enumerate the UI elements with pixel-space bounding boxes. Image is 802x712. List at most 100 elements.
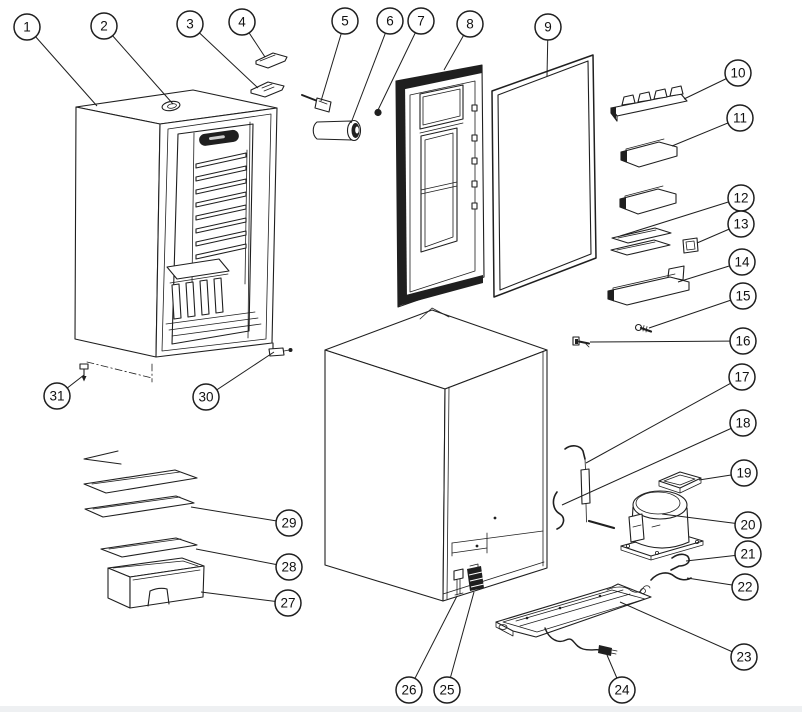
callout-leader-5 [320, 20, 346, 102]
svg-text:8: 8 [466, 17, 474, 32]
callout-leader-23 [619, 601, 745, 658]
lower-cabinet-drawing [324, 309, 548, 602]
floor-grid [165, 311, 262, 337]
callout-6: 6 [376, 7, 404, 35]
callout-21: 21 [734, 540, 762, 568]
relay-cover [658, 471, 702, 494]
callout-leader-1 [26, 26, 98, 107]
screw-part [634, 323, 653, 333]
svg-text:7: 7 [417, 14, 425, 29]
cap-ball [374, 108, 382, 117]
alignment-dashes [86, 361, 153, 383]
callout-leader-16 [589, 340, 744, 343]
svg-text:3: 3 [186, 17, 194, 32]
hinge-pin-bracket [301, 94, 332, 113]
callout-leader-7 [377, 20, 422, 111]
svg-text:14: 14 [734, 255, 750, 270]
main-cabinet-drawing [74, 89, 278, 358]
evaporator-coils [195, 152, 247, 260]
callout-leader-26 [408, 595, 458, 691]
callout-8: 8 [456, 10, 484, 38]
callout-leader-6 [350, 20, 391, 124]
hinge-cover-lower [250, 81, 285, 98]
callout-16: 16 [729, 327, 757, 355]
callout-2: 2 [90, 12, 118, 40]
svg-text:19: 19 [736, 466, 751, 481]
svg-text:29: 29 [281, 516, 296, 531]
callout-leader-20 [661, 513, 749, 526]
inner-door-drawing [395, 64, 485, 308]
svg-text:24: 24 [614, 683, 630, 698]
callout-13: 13 [727, 210, 755, 238]
svg-text:31: 31 [49, 389, 64, 404]
callout-19: 19 [730, 459, 758, 487]
svg-text:21: 21 [740, 547, 755, 562]
svg-text:17: 17 [734, 370, 749, 385]
callout-leader-25 [446, 591, 475, 691]
svg-text:20: 20 [740, 518, 755, 533]
callout-leader-29 [190, 506, 290, 524]
callout-29: 29 [275, 509, 303, 537]
interior-shelf [166, 258, 230, 280]
svg-text:6: 6 [386, 14, 394, 29]
glass-shelves-drawing [83, 450, 198, 558]
callout-leader-3 [189, 23, 259, 89]
callout-26: 26 [395, 676, 423, 704]
small-clip-part [682, 237, 699, 254]
callout-31: 31 [43, 382, 71, 410]
callout-30: 30 [192, 383, 220, 411]
callout-1: 1 [13, 13, 41, 41]
callout-4: 4 [228, 8, 256, 36]
door-rack-shelf [610, 85, 688, 122]
suction-tube [552, 491, 565, 530]
callout-12: 12 [727, 184, 755, 212]
svg-text:1: 1 [23, 20, 31, 35]
compressor-drawing [620, 490, 704, 561]
svg-text:18: 18 [735, 416, 750, 431]
callout-24: 24 [608, 676, 636, 704]
svg-text:2: 2 [100, 19, 108, 34]
callout-9: 9 [534, 13, 562, 41]
svg-text:23: 23 [736, 650, 751, 665]
callout-14: 14 [728, 248, 756, 276]
switch-part [467, 563, 485, 591]
svg-text:9: 9 [544, 20, 552, 35]
discharge-tube [670, 553, 690, 571]
door-latch-holes [471, 104, 478, 210]
svg-text:12: 12 [733, 191, 748, 206]
callout-22: 22 [731, 573, 759, 601]
svg-text:5: 5 [341, 14, 349, 29]
svg-text:25: 25 [439, 683, 454, 698]
callout-leader-12 [619, 197, 742, 237]
leveling-foot [268, 342, 293, 357]
callout-23: 23 [730, 643, 758, 671]
brand-logo [199, 129, 239, 146]
footer-bar [0, 706, 802, 712]
lamp-housing [312, 119, 362, 142]
door-bin-small-2 [619, 185, 677, 215]
crisper-drawer-drawing [107, 557, 205, 609]
door-gasket-drawing [491, 54, 597, 298]
svg-text:10: 10 [730, 66, 745, 81]
callout-leader-17 [585, 376, 743, 464]
callout-10: 10 [724, 59, 752, 87]
callout-25: 25 [433, 676, 461, 704]
callout-11: 11 [726, 104, 754, 132]
crisper-frame-slats [169, 273, 229, 320]
svg-text:15: 15 [735, 289, 750, 304]
callout-7: 7 [407, 7, 435, 35]
callout-leader-27 [200, 591, 289, 604]
svg-text:26: 26 [401, 683, 416, 698]
power-cord-drawing [544, 627, 618, 656]
svg-text:11: 11 [733, 111, 747, 126]
hinge-pin-small [572, 336, 590, 348]
svg-text:27: 27 [280, 596, 295, 611]
callout-17: 17 [728, 363, 756, 391]
callout-leader-28 [195, 548, 290, 568]
callout-3: 3 [176, 10, 204, 38]
callout-leader-15 [648, 295, 744, 329]
callout-15: 15 [729, 282, 757, 310]
thermostat-capillary [564, 445, 591, 523]
